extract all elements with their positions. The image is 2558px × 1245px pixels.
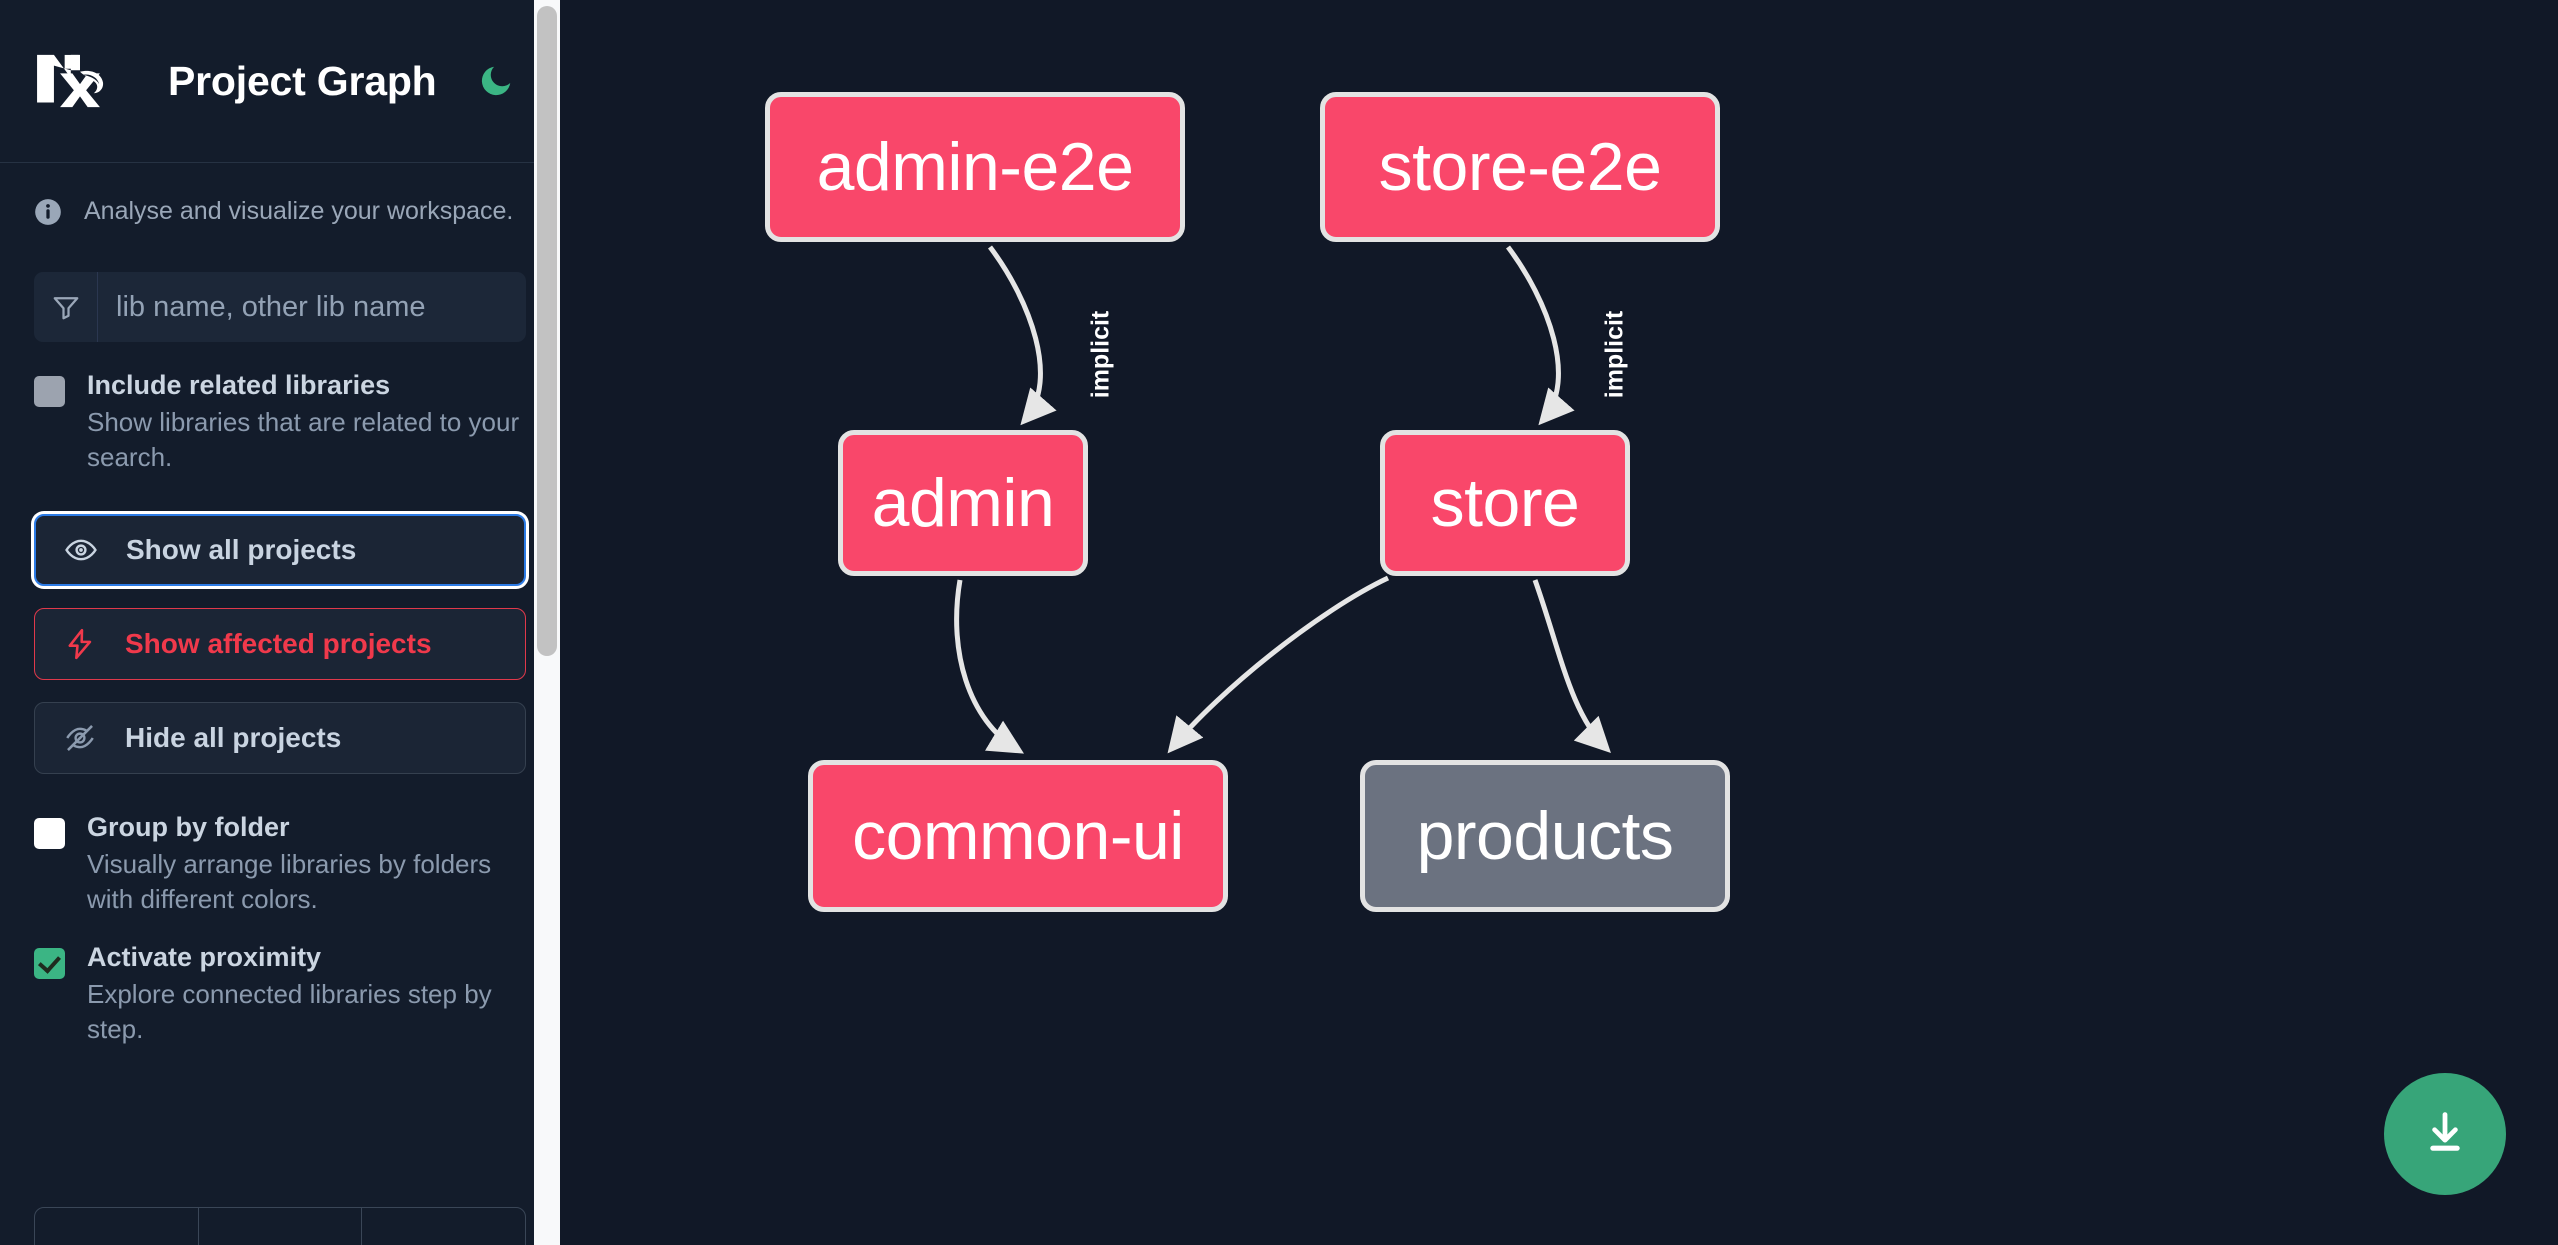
segmented-control-option[interactable] <box>199 1208 363 1245</box>
filter-box[interactable] <box>34 272 526 342</box>
graph-node-admin-e2e[interactable]: admin-e2e <box>765 92 1185 242</box>
segmented-control-option[interactable] <box>35 1208 199 1245</box>
segmented-control[interactable] <box>34 1207 526 1245</box>
graph-node-admin[interactable]: admin <box>838 430 1088 576</box>
edge-admin-e2e-to-admin <box>988 245 1057 426</box>
workspace-note: Analyse and visualize your workspace. <box>0 163 560 226</box>
group-by-folder-checkbox[interactable] <box>34 818 65 850</box>
graph-edges <box>954 245 1611 754</box>
edge-admin-to-common-ui <box>954 579 1024 754</box>
info-icon <box>34 198 62 226</box>
sidebar-header: Project Graph <box>0 0 560 163</box>
group-by-folder-label: Group by folder <box>87 812 290 843</box>
edge-label-implicit-admin: implicit <box>1086 310 1115 399</box>
include-related-libraries-description: Show libraries that are related to your … <box>87 407 520 472</box>
activate-proximity-description: Explore connected libraries step by step… <box>87 979 492 1045</box>
eye-off-icon <box>61 719 99 757</box>
edge-store-e2e-to-store <box>1506 245 1575 426</box>
activate-proximity-checkbox[interactable] <box>34 948 65 980</box>
graph-node-common-ui[interactable]: common-ui <box>808 760 1228 912</box>
moon-icon[interactable] <box>475 60 517 102</box>
graph-node-store-e2e[interactable]: store-e2e <box>1320 92 1720 242</box>
graph-node-label: common-ui <box>852 798 1184 874</box>
graph-node-label: admin-e2e <box>816 129 1134 205</box>
graph-node-label: admin <box>871 465 1055 541</box>
project-visibility-buttons: Show all projects Show affected projects <box>0 474 560 775</box>
show-all-projects-label: Show all projects <box>126 534 357 566</box>
download-icon <box>2419 1107 2471 1162</box>
sidebar-scrollbar[interactable] <box>534 0 560 1245</box>
show-all-projects-button[interactable]: Show all projects <box>34 514 526 587</box>
option-include-related-libraries[interactable]: Include related libraries Show libraries… <box>0 342 560 474</box>
hide-all-projects-button[interactable]: Hide all projects <box>34 702 526 775</box>
download-button[interactable] <box>2384 1073 2506 1195</box>
nx-logo-icon <box>34 49 126 113</box>
edge-store-to-common-ui <box>1167 575 1390 754</box>
project-graph-canvas[interactable]: admin-e2e store-e2e admin store common-u… <box>560 0 2558 1245</box>
sidebar: Project Graph Analyse and visualize your… <box>0 0 560 1245</box>
include-related-libraries-checkbox[interactable] <box>34 376 65 407</box>
show-affected-projects-label: Show affected projects <box>125 628 432 660</box>
sidebar-scrollbar-thumb[interactable] <box>537 6 557 656</box>
graph-node-label: products <box>1416 798 1674 874</box>
graph-node-store[interactable]: store <box>1380 430 1630 576</box>
show-affected-projects-button[interactable]: Show affected projects <box>34 608 526 681</box>
page-title: Project Graph <box>168 57 437 104</box>
workspace-note-text: Analyse and visualize your workspace. <box>84 197 514 225</box>
activate-proximity-label: Activate proximity <box>87 942 322 973</box>
hide-all-projects-label: Hide all projects <box>125 722 342 754</box>
search-input[interactable] <box>98 272 526 342</box>
graph-node-label: store <box>1430 465 1580 541</box>
funnel-icon <box>34 272 98 342</box>
group-by-folder-description: Visually arrange libraries by folders wi… <box>87 849 492 914</box>
edge-label-implicit-store: implicit <box>1600 310 1629 399</box>
graph-node-products[interactable]: products <box>1360 760 1730 912</box>
include-related-libraries-label: Include related libraries <box>87 370 391 400</box>
eye-icon <box>62 531 100 569</box>
option-group-by-folder[interactable]: Group by folder Visually arrange librari… <box>0 774 560 916</box>
lightning-bolt-icon <box>61 625 99 663</box>
filter-row <box>0 226 560 342</box>
edge-store-to-products <box>1532 579 1611 753</box>
option-activate-proximity[interactable]: Activate proximity Explore connected lib… <box>0 916 560 1046</box>
segmented-control-option[interactable] <box>362 1208 525 1245</box>
graph-node-label: store-e2e <box>1378 129 1662 205</box>
